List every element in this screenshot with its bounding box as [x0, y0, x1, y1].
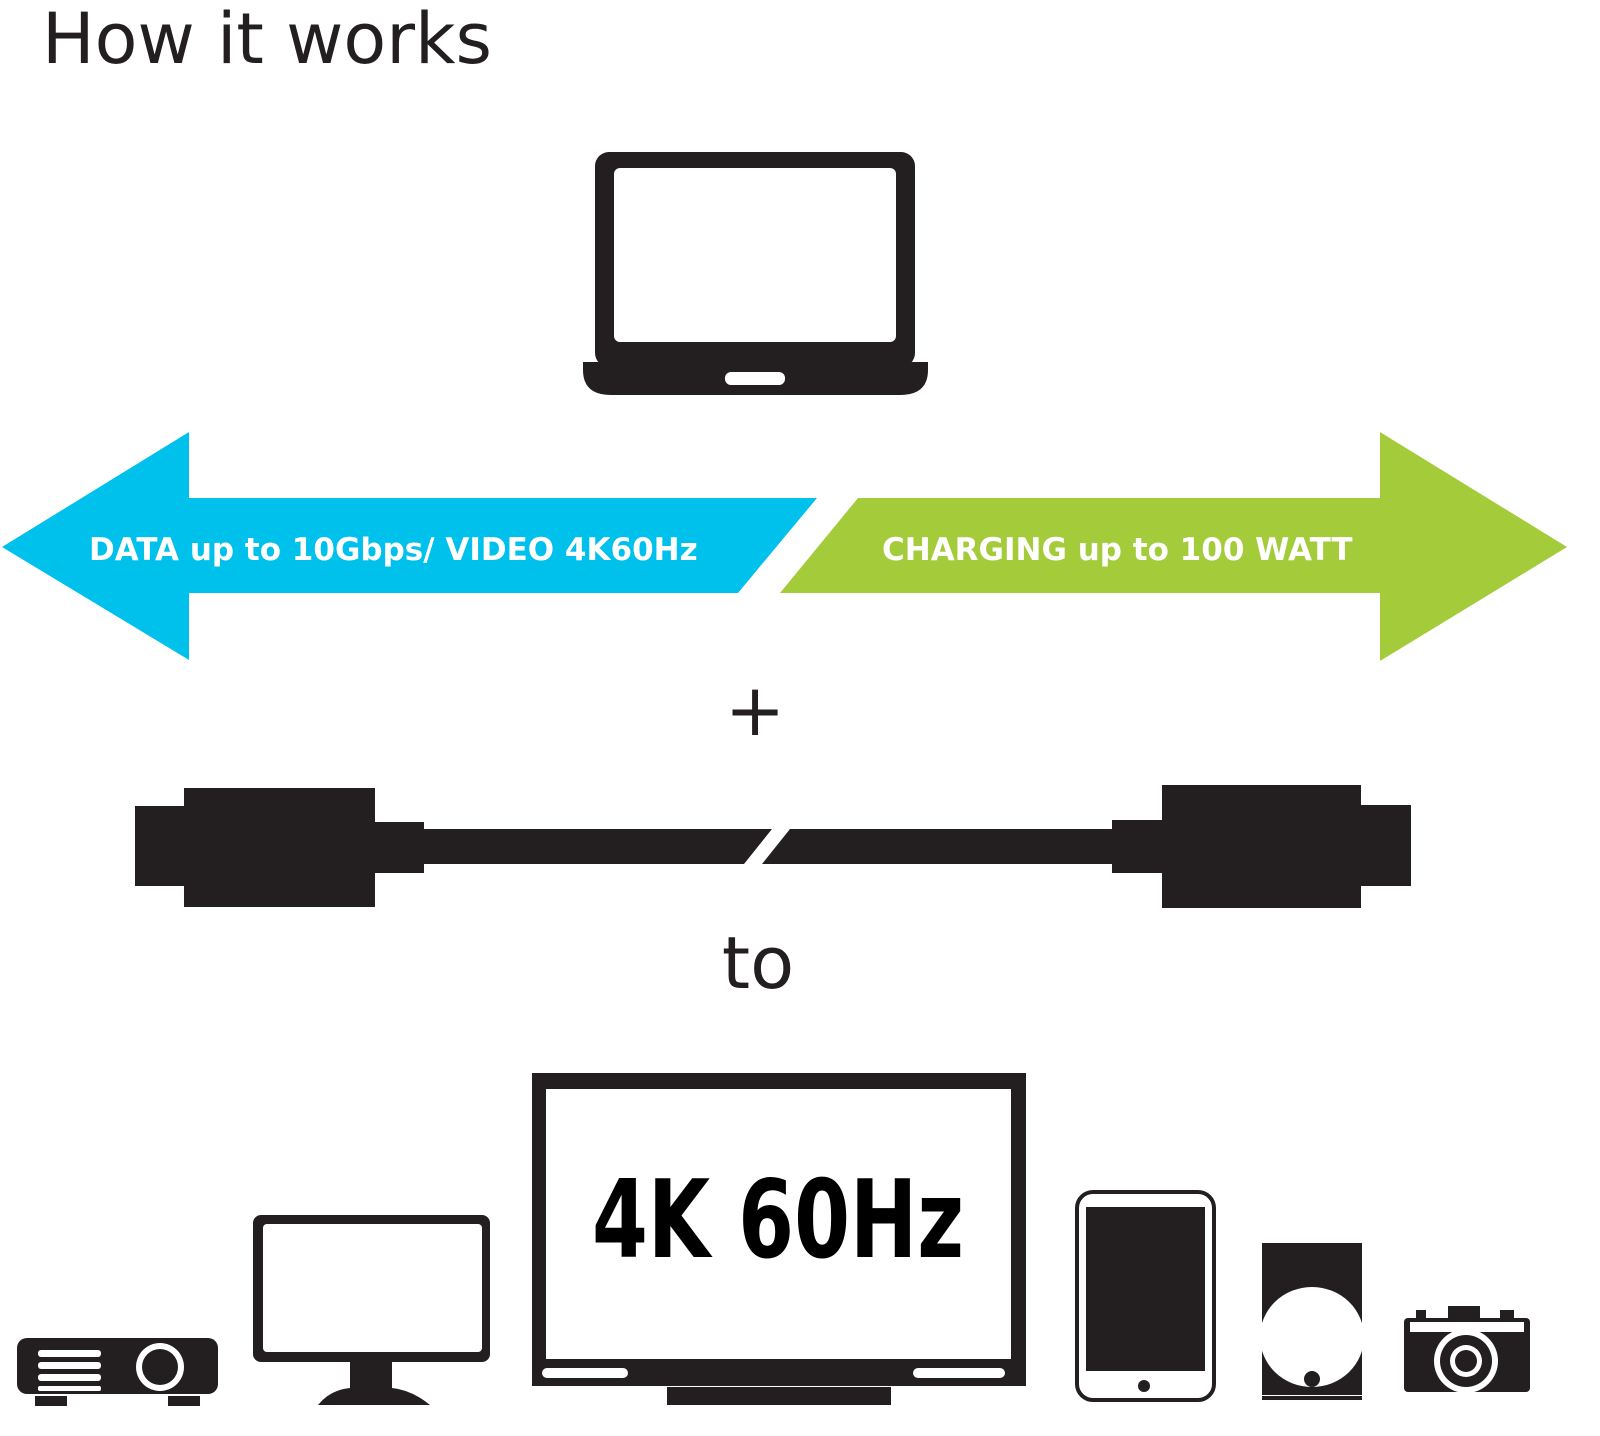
speaker-icon	[1260, 1243, 1364, 1400]
charging-label: CHARGING up to 100 WATT	[882, 532, 1353, 568]
data-video-label: DATA up to 10Gbps/ VIDEO 4K60Hz	[89, 532, 698, 568]
usb-c-cable-icon	[135, 785, 1411, 908]
laptop-icon	[583, 152, 928, 395]
tv-resolution-label: 4K 60Hz	[592, 1158, 964, 1283]
camera-icon	[1404, 1306, 1530, 1393]
page-title: How it works	[42, 0, 492, 80]
charging-arrow	[780, 432, 1567, 661]
tablet-icon	[1075, 1190, 1216, 1402]
plus-sign: +	[725, 668, 785, 752]
tv-icon	[532, 1073, 1026, 1405]
to-label: to	[722, 921, 794, 1005]
data-video-arrow	[2, 432, 817, 660]
monitor-icon	[253, 1215, 490, 1405]
projector-icon	[17, 1338, 218, 1406]
